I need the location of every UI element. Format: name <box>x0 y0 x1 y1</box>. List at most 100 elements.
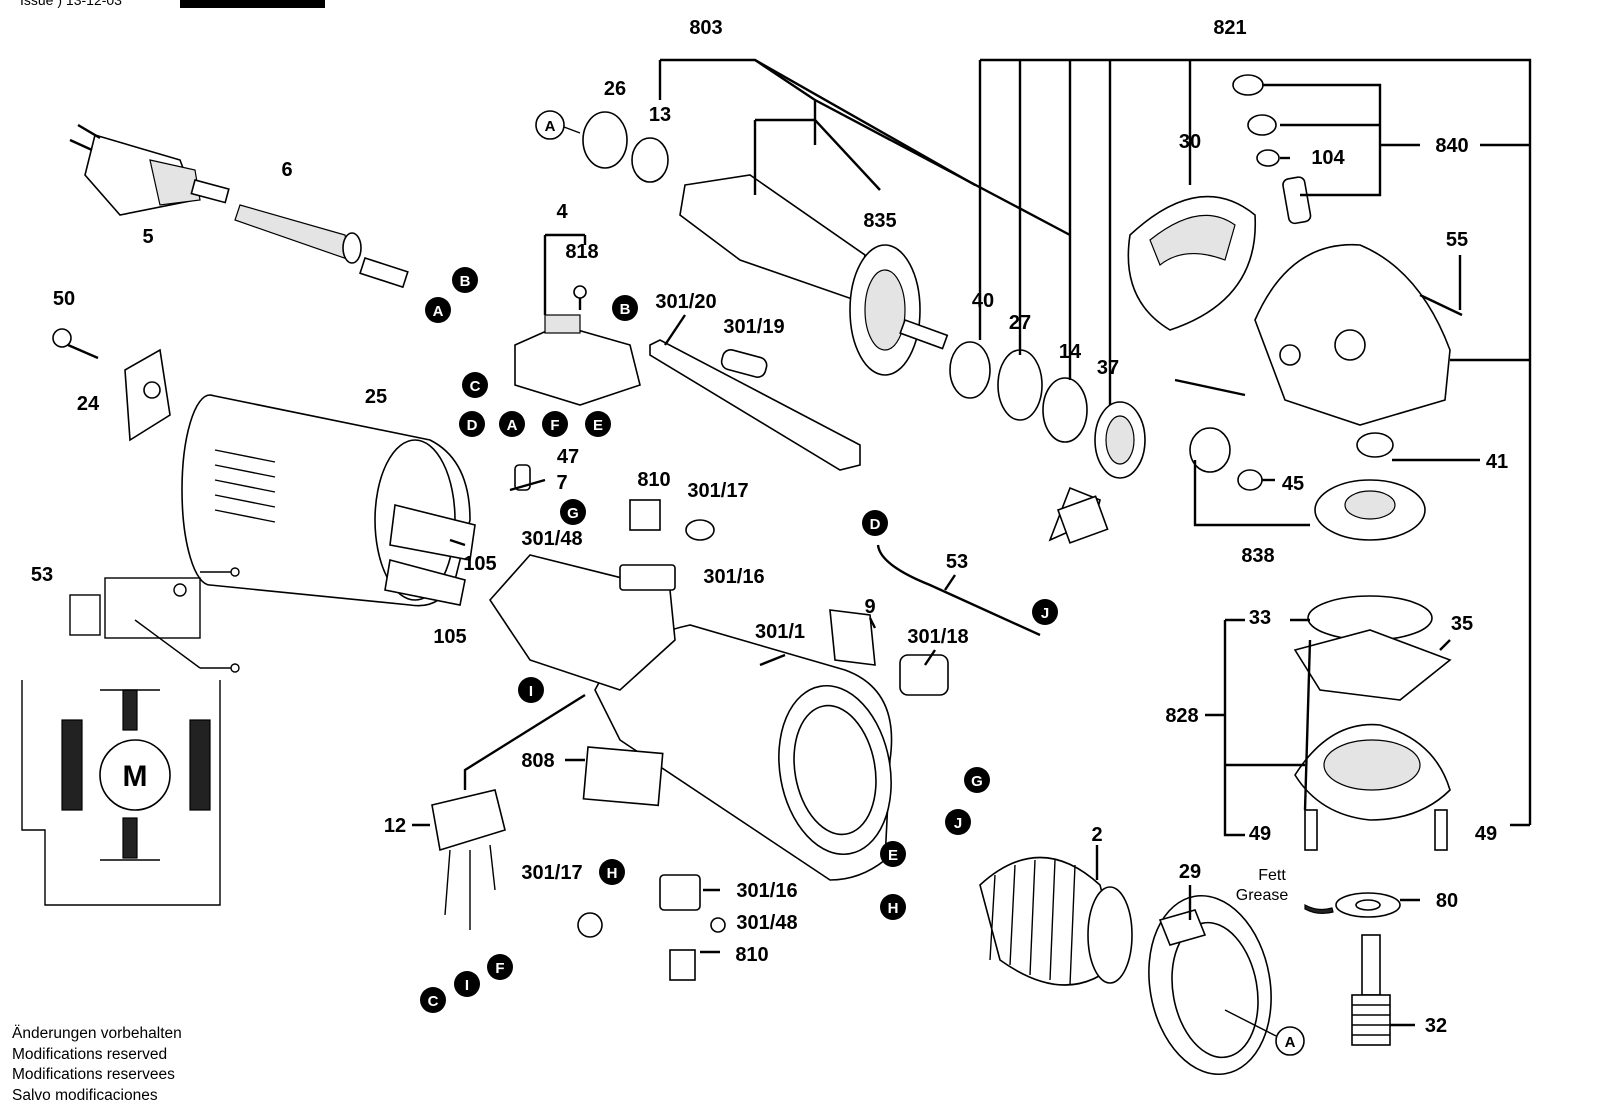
part-label: 301/48 <box>521 528 582 550</box>
part-label: 818 <box>565 241 598 263</box>
part-label: 810 <box>637 469 670 491</box>
part-label: 2 <box>1091 824 1102 846</box>
part-label: 4 <box>556 201 568 223</box>
marker-circle: G <box>964 767 990 793</box>
spindle-drawing <box>1304 892 1401 1046</box>
marker-circle: E <box>880 841 906 867</box>
note-line: Änderungen vorbehalten <box>12 1025 182 1042</box>
svg-text:A: A <box>507 417 518 434</box>
svg-text:B: B <box>460 273 471 290</box>
svg-text:C: C <box>428 993 439 1010</box>
header-black-bar <box>180 0 325 8</box>
part-label: 41 <box>1486 451 1508 473</box>
part-label: 301/17 <box>521 862 582 884</box>
part-label: 29 <box>1179 861 1201 883</box>
part-label: 840 <box>1435 135 1468 157</box>
part-label: 6 <box>281 159 292 181</box>
part-label: 301/1 <box>755 621 805 643</box>
part-label: 27 <box>1009 312 1031 334</box>
screw-50-and-plate-24 <box>52 328 171 442</box>
switch-mount-drawing <box>488 464 715 691</box>
armature-drawing <box>582 111 949 376</box>
suppressor-drawing <box>431 789 506 930</box>
svg-text:C: C <box>470 378 481 395</box>
svg-text:G: G <box>567 505 579 522</box>
cable-sleeve-drawing <box>234 204 409 289</box>
part-label: 828 <box>1165 705 1198 727</box>
guard-29-drawing <box>1148 894 1272 1076</box>
part-label: 821 <box>1213 17 1246 39</box>
brush-holder-drawing <box>514 285 641 406</box>
part-label: 5 <box>142 226 153 248</box>
marker-circle: B <box>612 295 638 321</box>
marker-circle: H <box>880 894 906 920</box>
svg-text:A: A <box>545 118 556 135</box>
svg-text:J: J <box>954 815 962 832</box>
part-label: 25 <box>365 386 387 408</box>
marker-circle: A <box>535 110 565 140</box>
part-label: 32 <box>1425 1015 1447 1037</box>
part-label: 810 <box>735 944 768 966</box>
main-housing-drawing <box>582 609 949 881</box>
svg-text:I: I <box>465 977 469 994</box>
note-line: Salvo modificaciones <box>12 1086 158 1104</box>
part-label: 55 <box>1446 229 1468 251</box>
marker-circle: G <box>560 499 586 525</box>
bracket-301-20 <box>649 339 861 471</box>
svg-text:A: A <box>433 303 444 320</box>
marker-circle: J <box>945 809 971 835</box>
part-label: 835 <box>863 210 896 232</box>
part-label: 838 <box>1241 545 1274 567</box>
lower-switch-drawing <box>577 874 726 981</box>
svg-text:D: D <box>467 417 478 434</box>
marker-circle: A <box>1275 1026 1305 1056</box>
marker-circle: E <box>585 411 611 437</box>
marker-circle: F <box>542 411 568 437</box>
part-label: 50 <box>53 288 75 310</box>
part-label: 53 <box>31 564 53 586</box>
marker-circle: I <box>518 677 544 703</box>
svg-text:H: H <box>607 865 618 882</box>
part-label: 9 <box>864 596 875 618</box>
marker-circle: J <box>1032 599 1058 625</box>
svg-text:H: H <box>888 900 899 917</box>
part-label: 104 <box>1311 147 1345 169</box>
part-label: 105 <box>463 553 496 575</box>
note-line: Modifications reservees <box>12 1066 175 1083</box>
field-stator-drawing <box>979 856 1133 986</box>
carbon-brush-drawing <box>1048 486 1109 544</box>
note-line: Modifications reserved <box>12 1045 168 1063</box>
guard-30-drawing <box>1127 195 1257 331</box>
part-label: 40 <box>972 290 994 312</box>
part-label: 301/17 <box>687 480 748 502</box>
wiring-schematic <box>21 567 240 906</box>
svg-text:F: F <box>495 960 504 977</box>
svg-text:E: E <box>888 847 898 864</box>
modification-notes: Änderungen vorbehalten Modifications res… <box>12 1024 182 1106</box>
grease-label-grease: Grease <box>1236 887 1289 904</box>
part-label: 35 <box>1451 613 1473 635</box>
part-label: 301/48 <box>736 912 797 934</box>
part-label: 47 <box>557 446 579 468</box>
part-label: 803 <box>689 17 722 39</box>
part-label: 13 <box>649 104 671 126</box>
letter-markers: A B A B C D A F E G D J I G J E H H C I … <box>420 110 1305 1056</box>
grease-label-fett: Fett <box>1258 867 1286 884</box>
issue-label: Issue ) 13-12-03 <box>20 0 122 8</box>
part-label: 26 <box>604 78 626 100</box>
marker-circle: C <box>462 372 488 398</box>
rings-drawing <box>949 341 1146 479</box>
marker-circle: H <box>599 859 625 885</box>
marker-circle: I <box>454 971 480 997</box>
part-label: 301/20 <box>655 291 716 313</box>
part-label: 24 <box>77 393 100 415</box>
part-label: 37 <box>1097 357 1119 379</box>
part-label: 301/16 <box>703 566 764 588</box>
flange-drawing <box>1293 595 1452 851</box>
svg-text:F: F <box>550 417 559 434</box>
marker-circle: A <box>425 297 451 323</box>
svg-text:B: B <box>620 301 631 318</box>
marker-circle: A <box>499 411 525 437</box>
gear-head-housing <box>1232 74 1463 426</box>
